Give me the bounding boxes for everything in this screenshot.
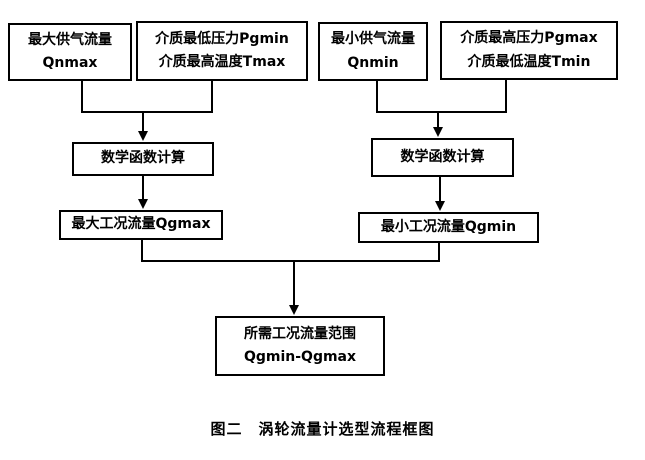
node-pgmin-tmax-line2: 介质最高温度Tmax bbox=[158, 54, 286, 70]
node-result-line1: 所需工况流量范围 bbox=[244, 325, 356, 342]
connector-bottom-merge-horizontal bbox=[141, 260, 440, 262]
node-qnmax-line2: Qnmax bbox=[42, 55, 98, 71]
node-pgmax-tmin: 介质最高压力Pgmax 介质最低温度Tmin bbox=[440, 21, 618, 80]
connector-calc-right-to-qgmin bbox=[439, 177, 441, 202]
connector-calc-left-to-qgmax bbox=[142, 176, 144, 200]
node-pgmin-tmax: 介质最低压力Pgmin 介质最高温度Tmax bbox=[136, 21, 308, 81]
connector-right-merge-stem bbox=[437, 111, 439, 128]
connector-qgmin-down bbox=[438, 243, 440, 262]
connector-pgmax-tmin-down bbox=[505, 80, 507, 113]
connector-pgmin-tmax-down bbox=[211, 81, 213, 113]
arrowhead-into-qgmax bbox=[138, 199, 148, 209]
connector-qnmax-down bbox=[81, 81, 83, 113]
node-qnmin: 最小供气流量 Qnmin bbox=[318, 22, 428, 81]
node-result-line2: Qgmin-Qgmax bbox=[243, 349, 357, 365]
node-qnmax-line1: 最大供气流量 bbox=[28, 31, 112, 48]
node-calc-left: 数学函数计算 bbox=[72, 142, 214, 176]
connector-qgmax-down bbox=[141, 240, 143, 262]
node-qgmin-label: 最小工况流量Qgmin bbox=[380, 218, 517, 235]
arrowhead-into-calc-right bbox=[433, 127, 443, 137]
node-result: 所需工况流量范围 Qgmin-Qgmax bbox=[215, 316, 385, 376]
node-qgmin: 最小工况流量Qgmin bbox=[358, 212, 539, 243]
connector-left-merge-horizontal bbox=[81, 111, 213, 113]
arrowhead-into-qgmin bbox=[435, 201, 445, 211]
node-qnmin-line2: Qnmin bbox=[347, 54, 399, 71]
figure-caption: 图二 涡轮流量计选型流程框图 bbox=[210, 420, 435, 438]
node-calc-right-label: 数学函数计算 bbox=[400, 148, 485, 165]
node-qnmin-line1: 最小供气流量 bbox=[331, 31, 415, 48]
arrowhead-into-result bbox=[289, 305, 299, 315]
node-calc-right: 数学函数计算 bbox=[371, 138, 514, 177]
node-calc-left-label: 数学函数计算 bbox=[101, 150, 185, 167]
node-pgmax-tmin-line2: 介质最低温度Tmin bbox=[467, 53, 591, 70]
node-qgmax: 最大工况流量Qgmax bbox=[59, 210, 223, 240]
node-pgmax-tmin-line1: 介质最高压力Pgmax bbox=[460, 30, 598, 47]
node-pgmin-tmax-line1: 介质最低压力Pgmin bbox=[155, 30, 289, 47]
node-qnmax: 最大供气流量 Qnmax bbox=[8, 23, 132, 81]
connector-bottom-merge-stem bbox=[293, 260, 295, 306]
connector-right-merge-horizontal bbox=[376, 111, 507, 113]
node-qgmax-label: 最大工况流量Qgmax bbox=[71, 216, 211, 233]
arrowhead-into-calc-left bbox=[138, 131, 148, 141]
connector-qnmin-down bbox=[376, 81, 378, 113]
connector-left-merge-stem bbox=[142, 111, 144, 132]
